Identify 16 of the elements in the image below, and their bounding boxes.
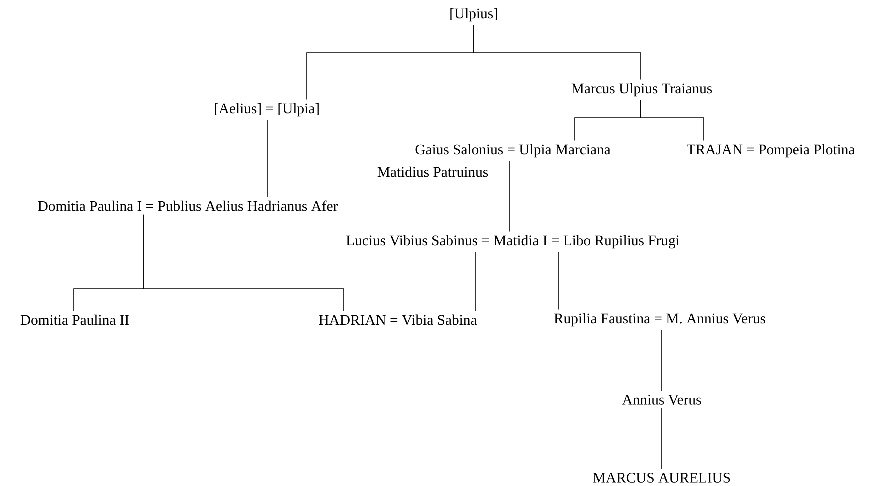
family-member: Lucius Vibius Sabinus = Matidia I = Libo Rupilius Frugi <box>346 235 680 249</box>
family-line <box>474 24 642 80</box>
family-member: TRAJAN = Pompeia Plotina <box>687 144 855 158</box>
family-member: Annius Verus <box>622 395 702 405</box>
family-member: Marcus Ulpius Traianus <box>572 83 712 97</box>
family-member: Rupilia Faustina = M. Annius Verus <box>554 313 766 327</box>
family-line <box>640 100 704 142</box>
family-member: Gaius Salonius = Ulpia Marciana Matidius Patruinus <box>378 144 611 178</box>
family-member: [Aelius] = [Ulpia] <box>215 103 319 117</box>
family-line <box>558 252 560 310</box>
family-member: Domitia Paulina I = Publius Aelius Hadrianus Afer <box>38 200 338 212</box>
family-member: MARCUS AURELIUS <box>593 473 730 483</box>
family-member: [Ulpius] <box>450 8 498 22</box>
family-member: HADRIAN = Vibia Sabina <box>319 314 478 326</box>
family-member: Domitia Paulina II <box>20 314 130 326</box>
family-line <box>144 214 344 312</box>
